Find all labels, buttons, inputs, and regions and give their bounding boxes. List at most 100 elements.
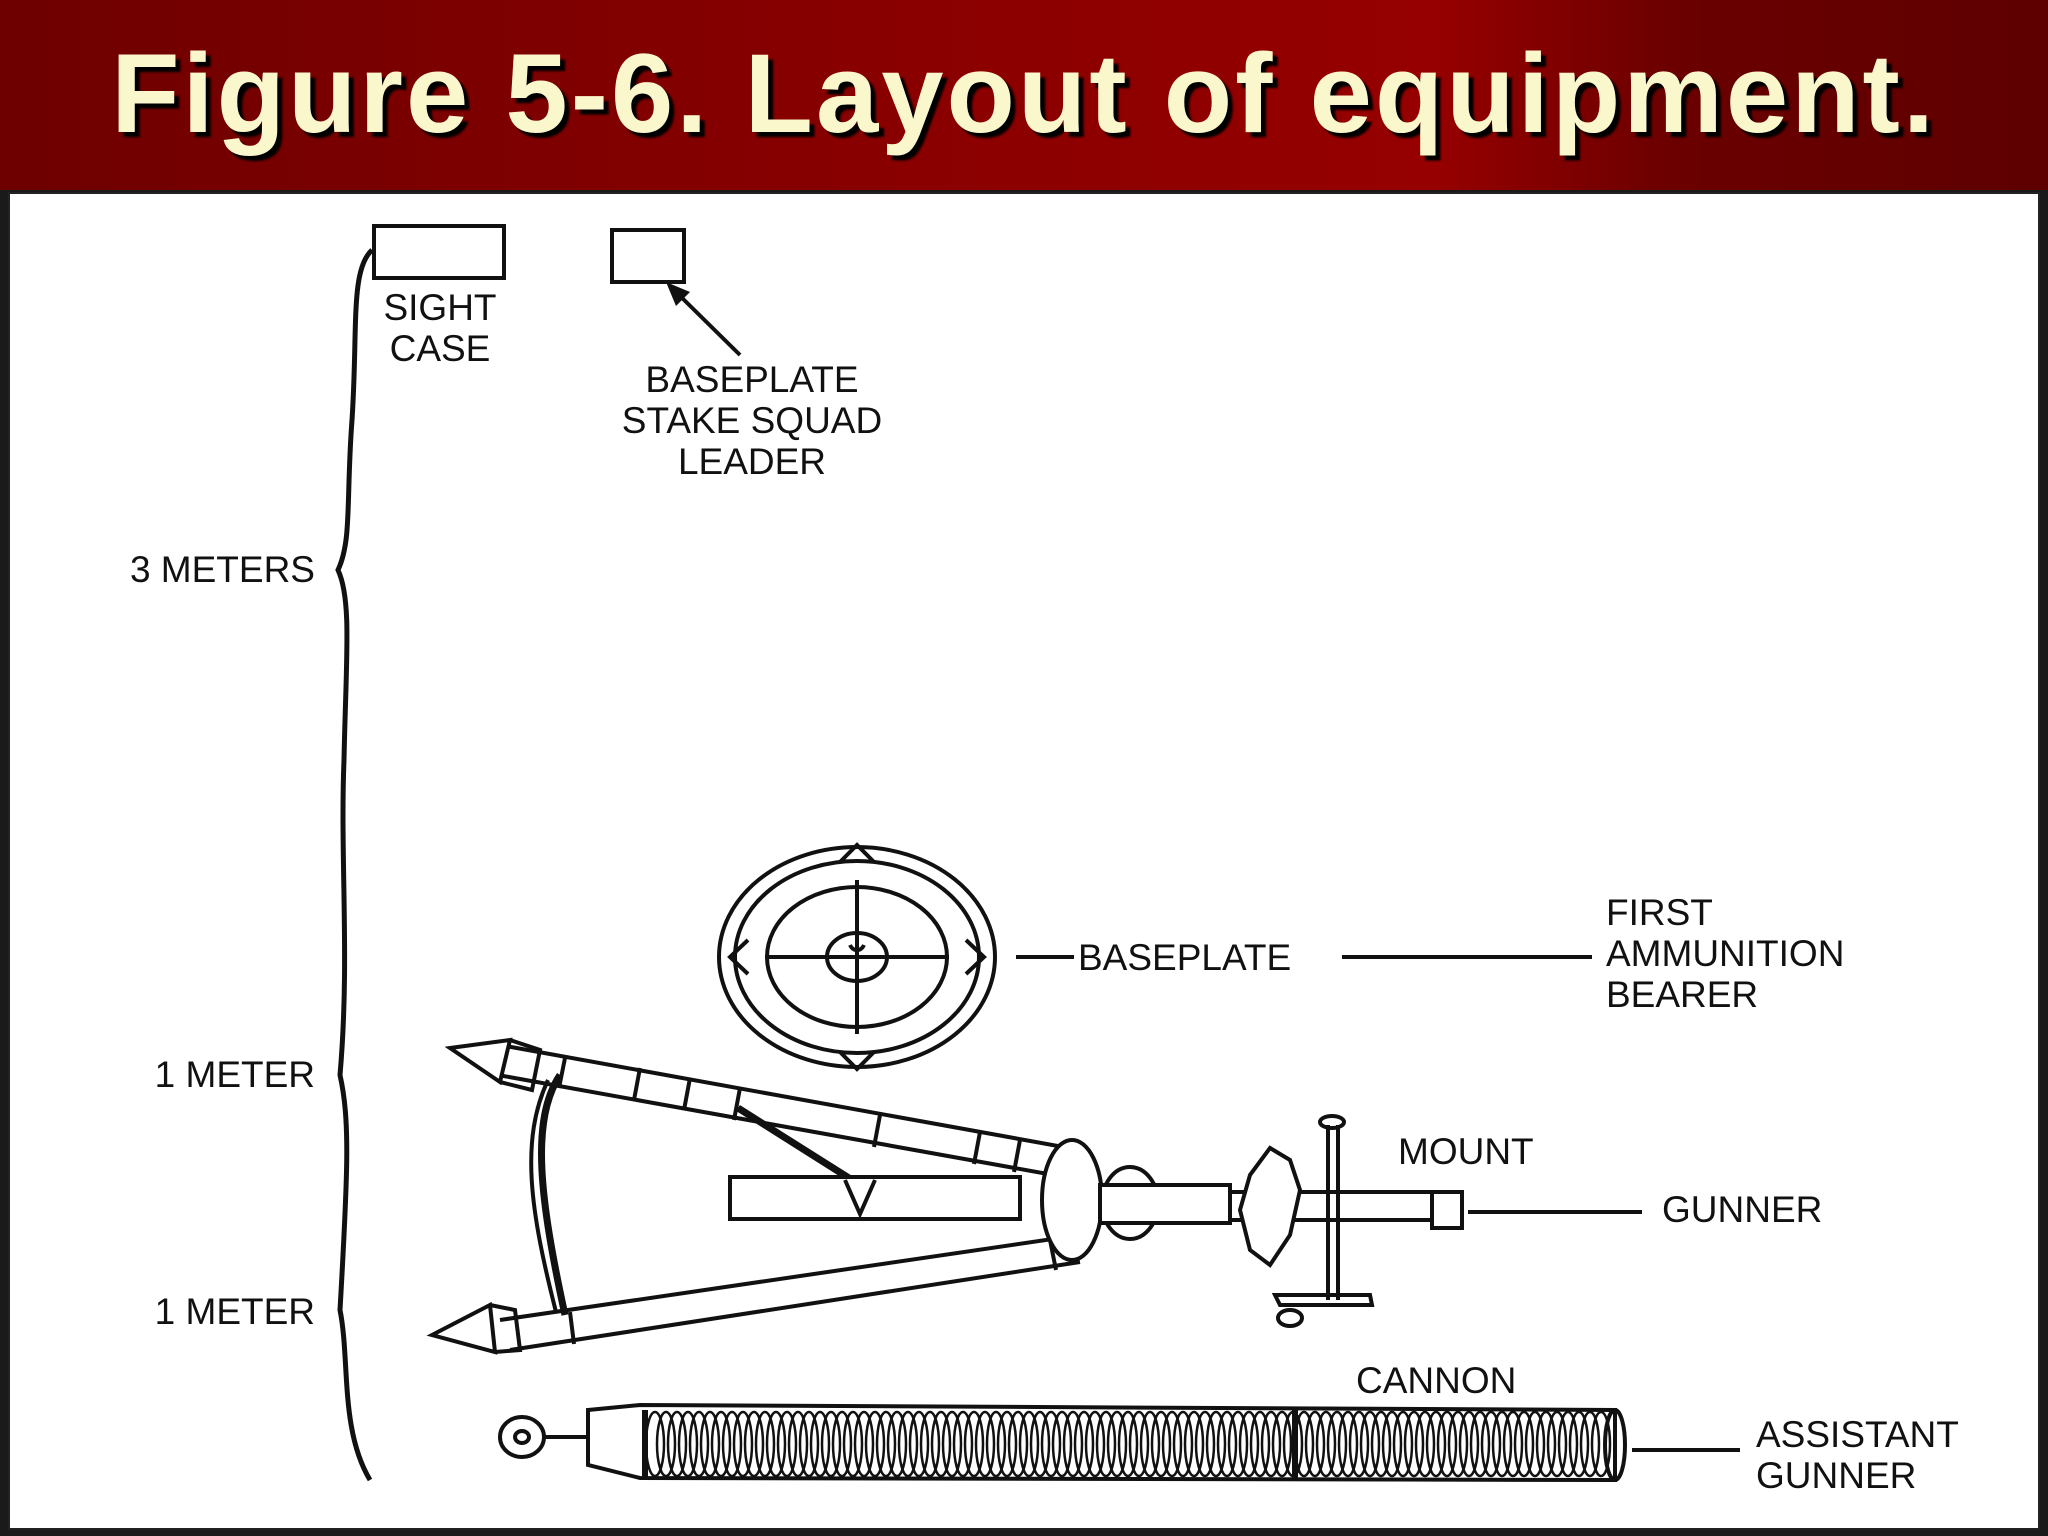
cooling-fin [1491,1410,1513,1478]
sight-case-box [372,224,506,280]
cooling-fin [1282,1410,1304,1478]
cooling-fin [1502,1410,1524,1478]
cooling-fin [864,1410,886,1478]
cooling-fin [985,1410,1007,1478]
cooling-fin [1029,1410,1051,1478]
cooling-fin [919,1410,941,1478]
cooling-fin [1414,1410,1436,1478]
title-bar: Figure 5-6. Layout of equipment. [0,0,2048,190]
cooling-fin [1370,1410,1392,1478]
cooling-fin [1260,1410,1282,1478]
baseplate-stake-label-line2: STAKE SQUAD [622,400,882,441]
cooling-fin [842,1410,864,1478]
cooling-fin [996,1410,1018,1478]
baseplate-stake-label-line1: BASEPLATE [645,359,858,400]
cooling-fin [853,1410,875,1478]
cooling-fin [1513,1410,1535,1478]
cooling-fin [1095,1410,1117,1478]
one-meter-bottom-label: 1 METER [155,1291,315,1332]
cooling-fin [1436,1410,1458,1478]
cannon-cooling-fins [644,1410,1612,1478]
cooling-fin [1271,1410,1293,1478]
cooling-fin [798,1410,820,1478]
cooling-fin [1172,1410,1194,1478]
baseplate-stake-arrow [672,288,742,357]
baseplate-label: BASEPLATE [1078,937,1291,978]
cooling-fin [1150,1410,1172,1478]
cooling-fin [1326,1410,1348,1478]
cooling-fin [1205,1410,1227,1478]
cooling-fin [886,1410,908,1478]
cooling-fin [1227,1410,1249,1478]
cooling-fin [1194,1410,1216,1478]
cooling-fin [655,1410,677,1478]
cooling-fin [644,1410,666,1478]
baseplate-stake-box [610,228,686,284]
first-ammo-bearer-label-line1: FIRST [1606,892,1713,933]
cooling-fin [809,1410,831,1478]
sight-case-label-line2: CASE [390,328,491,369]
cooling-fin [1392,1410,1414,1478]
cooling-fin [1403,1410,1425,1478]
cooling-fin [1458,1410,1480,1478]
distance-brace [335,248,374,1482]
cooling-fin [721,1410,743,1478]
cooling-fin [688,1410,710,1478]
cooling-fin [974,1410,996,1478]
cooling-fin [1073,1410,1095,1478]
cooling-fin [1337,1410,1359,1478]
cooling-fin [1161,1410,1183,1478]
cooling-fin [952,1410,974,1478]
first-ammo-bearer-label-line2: AMMUNITION [1606,933,1844,974]
cooling-fin [1447,1410,1469,1478]
cooling-fin [1216,1410,1238,1478]
cooling-fin [1568,1410,1590,1478]
assistant-gunner-label-line2: GUNNER [1756,1455,1916,1496]
cooling-fin [1524,1410,1546,1478]
cooling-fin [1183,1410,1205,1478]
cooling-fin [963,1410,985,1478]
cooling-fin [1359,1410,1381,1478]
cooling-fin [831,1410,853,1478]
sight-case-label-line1: SIGHT [383,287,496,328]
arrow-head [666,282,690,306]
cooling-fin [666,1410,688,1478]
cooling-fin [1018,1410,1040,1478]
figure-panel [8,192,2040,1530]
gunner-label: GUNNER [1662,1189,1822,1230]
cooling-fin [1579,1410,1601,1478]
cooling-fin [765,1410,787,1478]
cooling-fin [1590,1410,1612,1478]
cooling-fin [710,1410,732,1478]
cooling-fin [930,1410,952,1478]
assistant-gunner-label-line1: ASSISTANT [1756,1414,1959,1455]
three-meters-label: 3 METERS [130,549,315,590]
cooling-fin [1480,1410,1502,1478]
page-title: Figure 5-6. Layout of equipment. [111,31,1937,156]
cooling-fin [677,1410,699,1478]
cooling-fin [1469,1410,1491,1478]
cooling-fin [1546,1410,1568,1478]
cooling-fin [754,1410,776,1478]
first-ammo-bearer-label-line3: BEARER [1606,974,1758,1015]
cooling-fin [1007,1410,1029,1478]
cooling-fin [1084,1410,1106,1478]
cooling-fin [1381,1410,1403,1478]
cooling-fin [1535,1410,1557,1478]
cooling-fin [897,1410,919,1478]
baseplate-stake-label-line3: LEADER [678,441,826,482]
cooling-fin [1557,1410,1579,1478]
cooling-fin [1249,1410,1271,1478]
cooling-fin [875,1410,897,1478]
cooling-fin [1139,1410,1161,1478]
cooling-fin [1304,1410,1326,1478]
cooling-fin [776,1410,798,1478]
cooling-fin [732,1410,754,1478]
cooling-fin [1348,1410,1370,1478]
one-meter-top-label: 1 METER [155,1054,315,1095]
cooling-fin [1106,1410,1128,1478]
cooling-fin [743,1410,765,1478]
cooling-fin [1062,1410,1084,1478]
